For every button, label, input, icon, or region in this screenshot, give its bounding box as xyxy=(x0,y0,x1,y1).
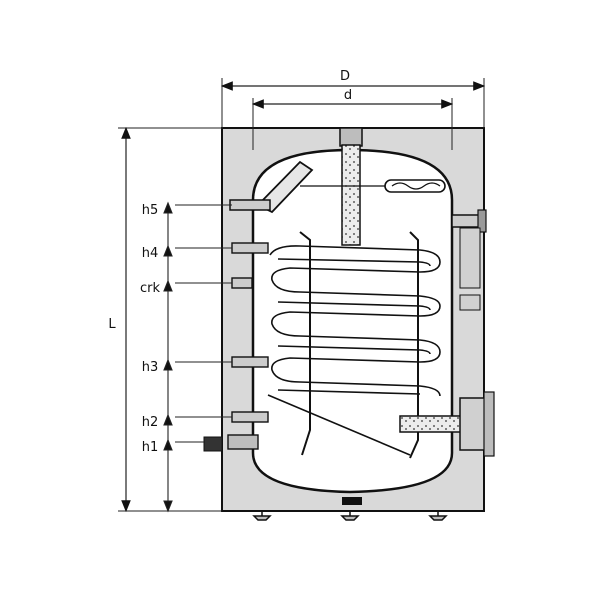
label-D: D xyxy=(340,69,350,84)
inner-tank xyxy=(251,148,454,494)
h3-port xyxy=(231,356,269,368)
coil-rod-right xyxy=(409,231,419,459)
bottom-drain xyxy=(342,497,362,505)
heating-coil xyxy=(269,245,441,397)
label-h1: h1 xyxy=(142,440,159,455)
h1-port xyxy=(227,434,259,450)
h5-port xyxy=(229,199,271,211)
label-h3: h3 xyxy=(142,360,159,375)
label-d: d xyxy=(344,88,352,103)
crk-port xyxy=(231,277,253,289)
sensor-sleeve xyxy=(384,179,446,193)
top-sleeve xyxy=(339,127,363,147)
inspection-port xyxy=(399,415,463,433)
label-h5: h5 xyxy=(142,203,159,218)
coil-rod-left xyxy=(299,231,311,456)
coil-diagonal xyxy=(267,394,411,456)
height-dimension-stack xyxy=(163,201,232,513)
support-feet xyxy=(252,510,448,521)
label-L: L xyxy=(108,317,116,332)
anode-rod xyxy=(341,144,361,246)
drain-valve xyxy=(203,436,223,452)
h4-port xyxy=(231,242,269,254)
right-flange-cap xyxy=(477,209,487,233)
h2-port xyxy=(231,411,269,423)
right-sleeve-upper xyxy=(459,227,481,289)
inspection-cover xyxy=(483,391,495,457)
inspection-flange xyxy=(459,397,487,451)
label-h2: h2 xyxy=(142,415,159,430)
label-crk: crk xyxy=(140,281,160,296)
label-h4: h4 xyxy=(142,246,159,261)
sensor-wave xyxy=(391,182,441,190)
right-sleeve-lower xyxy=(459,294,481,311)
